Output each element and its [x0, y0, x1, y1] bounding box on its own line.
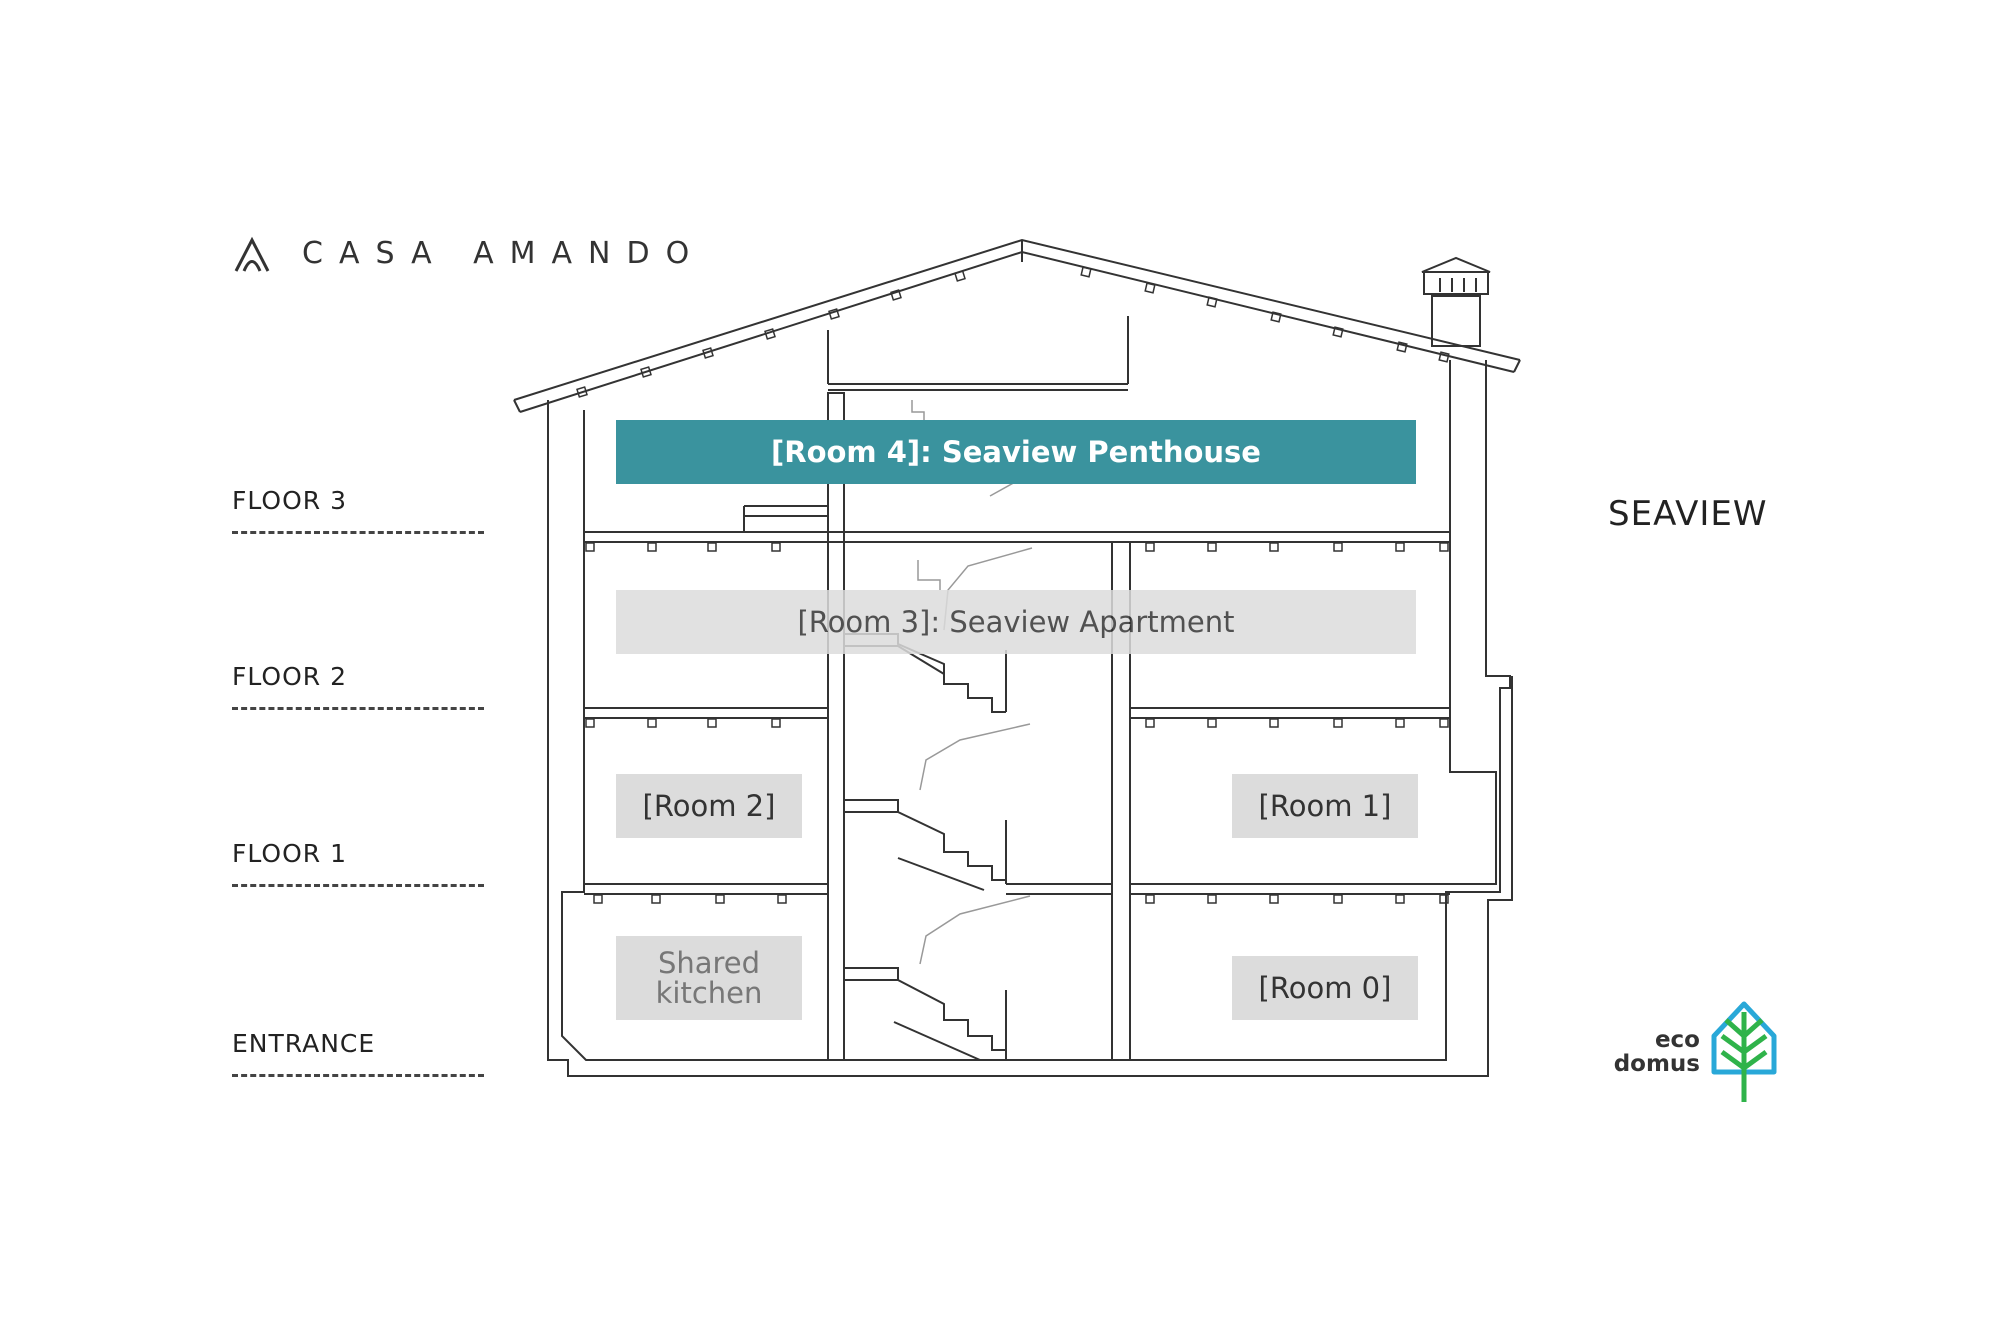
eco-domus-logo: eco domus [1600, 1028, 1700, 1076]
brand-name: CASA AMANDO [302, 236, 706, 271]
attic-beam [827, 316, 1129, 391]
room-3-apartment[interactable]: [Room 3]: Seaview Apartment [616, 590, 1416, 654]
floor-1-label: FLOOR 1 [232, 839, 347, 868]
floor-2-label: FLOOR 2 [232, 662, 347, 691]
floor-3-divider [232, 531, 484, 534]
shared-kitchen[interactable]: Shared kitchen [616, 936, 802, 1020]
entrance-divider [232, 1074, 484, 1077]
room-4-penthouse[interactable]: [Room 4]: Seaview Penthouse [616, 420, 1416, 484]
floor-3-label: FLOOR 3 [232, 486, 347, 515]
stair-edges [911, 400, 1033, 965]
seaview-label: SEAVIEW [1608, 494, 1768, 534]
entrance-label: ENTRANCE [232, 1029, 376, 1058]
room-0[interactable]: [Room 0] [1232, 956, 1418, 1020]
floor-1-divider [232, 884, 484, 887]
leaf-house-icon [1711, 1001, 1777, 1102]
arch-logo-icon [234, 236, 270, 272]
room-2[interactable]: [Room 2] [616, 774, 802, 838]
room-1[interactable]: [Room 1] [1232, 774, 1418, 838]
staircases [844, 633, 1007, 1061]
chimney [1421, 256, 1491, 347]
joists [576, 266, 1450, 904]
eco-logo-line1: eco [1654, 1027, 1700, 1053]
eco-logo-line2: domus [1613, 1051, 1700, 1077]
roof [513, 238, 1521, 413]
outer-walls [547, 360, 1513, 1077]
floor-2-divider [232, 707, 484, 710]
floor-slabs [584, 531, 1450, 895]
